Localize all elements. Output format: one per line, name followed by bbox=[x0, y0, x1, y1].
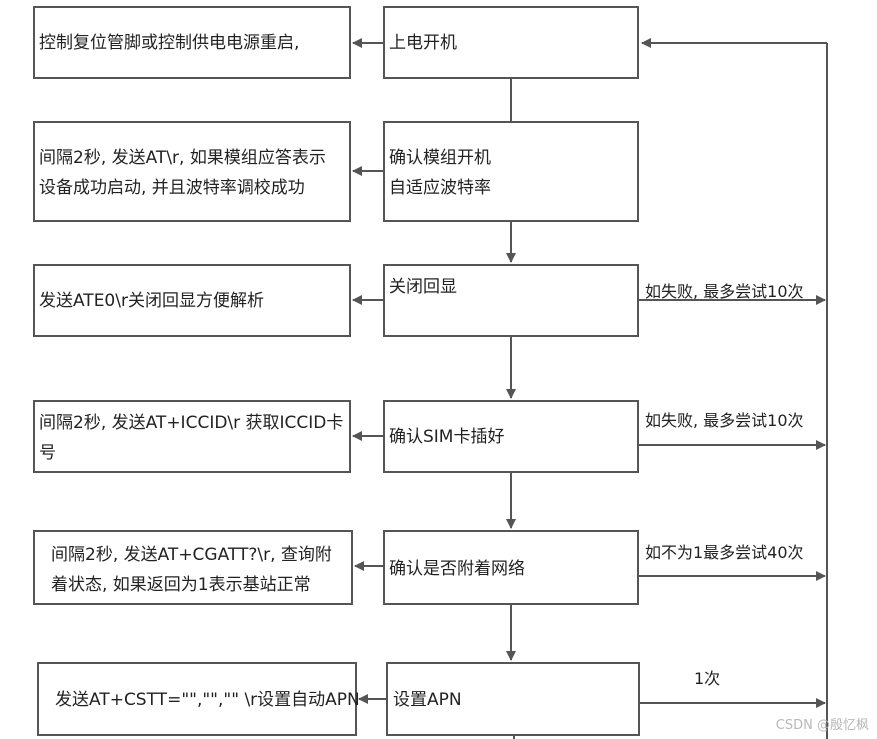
step-sim-text: 确认SIM卡插好 bbox=[389, 427, 505, 447]
note-at-text-2: 设备成功启动, 并且波特率调校成功 bbox=[39, 178, 305, 198]
step-power-on-box: 上电开机 bbox=[383, 6, 639, 79]
note-cgatt-box: 间隔2秒, 发送AT+CGATT?\r, 查询附 着状态, 如果返回为1表示基站… bbox=[33, 530, 353, 605]
note-reset-text: 控制复位管脚或控制供电电源重启, bbox=[39, 33, 300, 53]
step-power-on-text: 上电开机 bbox=[389, 33, 457, 53]
retry-label-apn: 1次 bbox=[694, 669, 721, 688]
note-at-text-1: 间隔2秒, 发送AT\r, 如果模组应答表示 bbox=[39, 148, 326, 168]
step-confirm-boot-box: 确认模组开机 自适应波特率 bbox=[383, 121, 639, 222]
step-confirm-boot-text-1: 确认模组开机 bbox=[389, 148, 491, 168]
retry-label-sim: 如失败, 最多尝试10次 bbox=[645, 411, 804, 430]
step-network-box: 确认是否附着网络 bbox=[383, 530, 639, 605]
note-ate0-text: 发送ATE0\r关闭回显方便解析 bbox=[39, 291, 264, 311]
step-confirm-boot-text-2: 自适应波特率 bbox=[389, 178, 491, 198]
note-iccid-text-1: 间隔2秒, 发送AT+ICCID\r 获取ICCID卡 bbox=[39, 413, 344, 433]
step-apn-box: 设置APN bbox=[386, 662, 640, 736]
step-network-text: 确认是否附着网络 bbox=[389, 559, 525, 579]
watermark: CSDN @殷忆枫 bbox=[775, 718, 869, 733]
note-cstt-box: 发送AT+CSTT="","","" \r设置自动APN bbox=[37, 662, 360, 736]
step-echo-off-box: 关闭回显 bbox=[383, 264, 639, 337]
retry-label-network: 如不为1最多尝试40次 bbox=[645, 543, 804, 562]
note-at-box: 间隔2秒, 发送AT\r, 如果模组应答表示 设备成功启动, 并且波特率调校成功 bbox=[33, 121, 351, 222]
note-cgatt-text-2: 着状态, 如果返回为1表示基站正常 bbox=[51, 575, 311, 595]
retry-label-echo: 如失败, 最多尝试10次 bbox=[645, 282, 804, 301]
note-cstt-text: 发送AT+CSTT="","","" \r设置自动APN bbox=[55, 690, 360, 710]
note-reset-box: 控制复位管脚或控制供电电源重启, bbox=[33, 6, 351, 79]
note-iccid-box: 间隔2秒, 发送AT+ICCID\r 获取ICCID卡 号 bbox=[33, 400, 351, 473]
note-ate0-box: 发送ATE0\r关闭回显方便解析 bbox=[33, 264, 351, 337]
note-cgatt-text-1: 间隔2秒, 发送AT+CGATT?\r, 查询附 bbox=[51, 545, 332, 565]
step-sim-box: 确认SIM卡插好 bbox=[383, 400, 639, 473]
note-iccid-text-2: 号 bbox=[39, 443, 56, 463]
step-apn-text: 设置APN bbox=[393, 690, 462, 710]
step-echo-off-text: 关闭回显 bbox=[389, 277, 457, 297]
